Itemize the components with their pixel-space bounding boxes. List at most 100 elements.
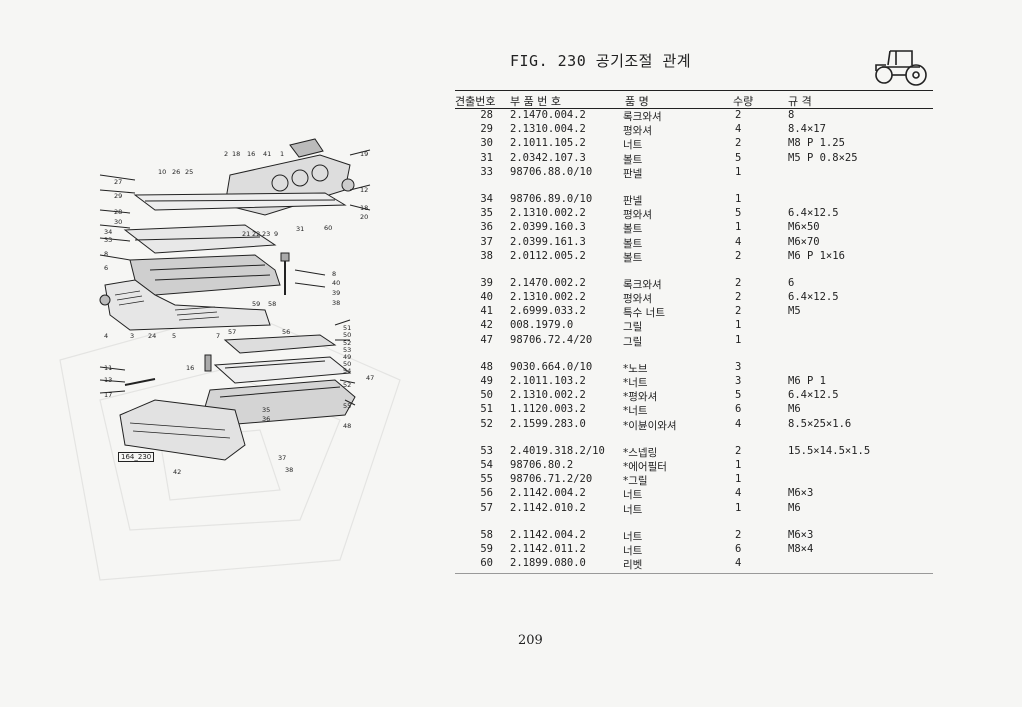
callout-label: 59 <box>252 300 261 308</box>
callout-label: 49 <box>343 353 352 361</box>
ref-cell: 58 <box>480 528 493 541</box>
spec-cell: 6.4×12.5 <box>788 389 839 402</box>
part-name-cell: 평와셔 <box>623 125 652 138</box>
callout-label: 60 <box>324 224 333 232</box>
quantity-cell: 4 <box>735 487 742 500</box>
callout-label: 18 <box>360 204 369 212</box>
group-spacer <box>455 516 933 529</box>
quantity-cell: 2 <box>735 291 742 304</box>
part-name-cell: 볼트 <box>623 237 643 250</box>
callout-label: 5 <box>172 332 177 340</box>
header-part-no: 부 품 번 호 <box>510 95 561 108</box>
part-number-cell: 2.4019.318.2/10 <box>510 444 605 457</box>
header-name: 품 명 <box>625 95 649 108</box>
part-number-cell: 98706.88.0/10 <box>510 165 593 178</box>
header-qty: 수량 <box>733 95 754 108</box>
quantity-cell: 1 <box>735 458 742 471</box>
spec-cell: 8.4×17 <box>788 123 826 136</box>
callout-label: 8 <box>332 270 337 278</box>
quantity-cell: 5 <box>735 207 742 220</box>
part-number-cell: 2.1310.002.2 <box>510 207 586 220</box>
part-name-cell: 판넬 <box>623 167 643 180</box>
quantity-cell: 3 <box>735 375 742 387</box>
part-name-cell: 너트 <box>623 489 643 502</box>
spec-cell: M6 <box>788 403 801 416</box>
part-number-cell: 9030.664.0/10 <box>510 360 593 373</box>
callout-label: 28 <box>114 208 123 216</box>
callout-label: 18 <box>232 150 241 158</box>
callout-label: 33 <box>104 236 113 244</box>
figure-tag: 164_230 <box>118 452 155 462</box>
figure-title: FIG. 230 공기조절 관계 <box>510 52 692 70</box>
spec-cell: M6 P 1 <box>788 375 826 387</box>
ref-cell: 37 <box>480 235 493 248</box>
part-name-cell: *이뷴이와셔 <box>623 419 677 432</box>
part-number-cell: 2.0399.160.3 <box>510 221 586 234</box>
quantity-cell: 2 <box>735 109 742 121</box>
callout-label: 57 <box>228 328 237 336</box>
ref-cell: 39 <box>480 276 493 289</box>
part-name-cell: 너트 <box>623 139 643 152</box>
spec-cell: 8.5×25×1.6 <box>788 417 852 430</box>
part-name-cell: 볼트 <box>623 223 643 236</box>
part-number-cell: 2.6999.033.2 <box>510 305 586 318</box>
quantity-cell: 1 <box>735 319 742 332</box>
callout-label: 31 <box>296 225 305 233</box>
part-number-cell: 2.1310.002.2 <box>510 389 586 402</box>
spec-cell: M6×70 <box>788 235 820 248</box>
part-name-cell: 그릴 <box>623 321 643 334</box>
spec-cell: M6 P 1×16 <box>788 249 845 262</box>
ref-cell: 34 <box>480 192 493 205</box>
spec-cell: M6×50 <box>788 221 820 234</box>
part-number-cell: 98706.89.0/10 <box>510 192 593 205</box>
tractor-icon <box>875 50 927 86</box>
ref-cell: 53 <box>480 444 493 457</box>
quantity-cell: 2 <box>735 249 742 262</box>
table-bottom-rule <box>455 573 933 575</box>
ref-cell: 31 <box>480 151 493 164</box>
callout-label: 12 <box>360 186 369 194</box>
ref-cell: 29 <box>480 123 493 136</box>
callout-label: 7 <box>216 332 221 340</box>
quantity-cell: 4 <box>735 557 742 570</box>
part-number-cell: 2.1142.010.2 <box>510 501 586 514</box>
quantity-cell: 1 <box>735 501 742 514</box>
quantity-cell: 3 <box>735 360 742 373</box>
callout-label: 10 <box>158 168 167 176</box>
callout-label: 48 <box>343 422 352 430</box>
group-spacer <box>455 180 933 193</box>
callout-label: 4 <box>104 332 109 340</box>
callout-label: 13 <box>104 376 113 384</box>
callout-label: 9 <box>274 230 279 238</box>
part-name-cell: 너트 <box>623 544 643 557</box>
quantity-cell: 1 <box>735 165 742 178</box>
callout-label: 39 <box>332 289 341 297</box>
part-number-cell: 2.1142.011.2 <box>510 542 586 555</box>
part-name-cell: *에어필터 <box>623 460 667 473</box>
part-number-cell: 2.0399.161.3 <box>510 235 586 248</box>
part-name-cell: 평와셔 <box>623 293 652 306</box>
quantity-cell: 4 <box>735 417 742 430</box>
part-number-cell: 2.1470.004.2 <box>510 109 586 121</box>
callout-label: 3 <box>130 332 135 340</box>
spec-cell: M6×3 <box>788 487 814 500</box>
part-name-cell: *그릴 <box>623 475 648 488</box>
callout-label: 27 <box>114 178 123 186</box>
part-name-cell: 너트 <box>623 503 643 516</box>
part-name-cell: *노브 <box>623 362 648 375</box>
callout-label: 16 <box>186 364 195 372</box>
part-name-cell: 그릴 <box>623 335 643 348</box>
ref-cell: 55 <box>480 473 493 486</box>
part-number-cell: 2.1310.002.2 <box>510 291 586 304</box>
callout-label: 1 <box>280 150 285 158</box>
spec-cell: M6×3 <box>788 528 814 541</box>
callout-label: 53 <box>343 346 352 354</box>
ref-cell: 28 <box>480 109 493 121</box>
